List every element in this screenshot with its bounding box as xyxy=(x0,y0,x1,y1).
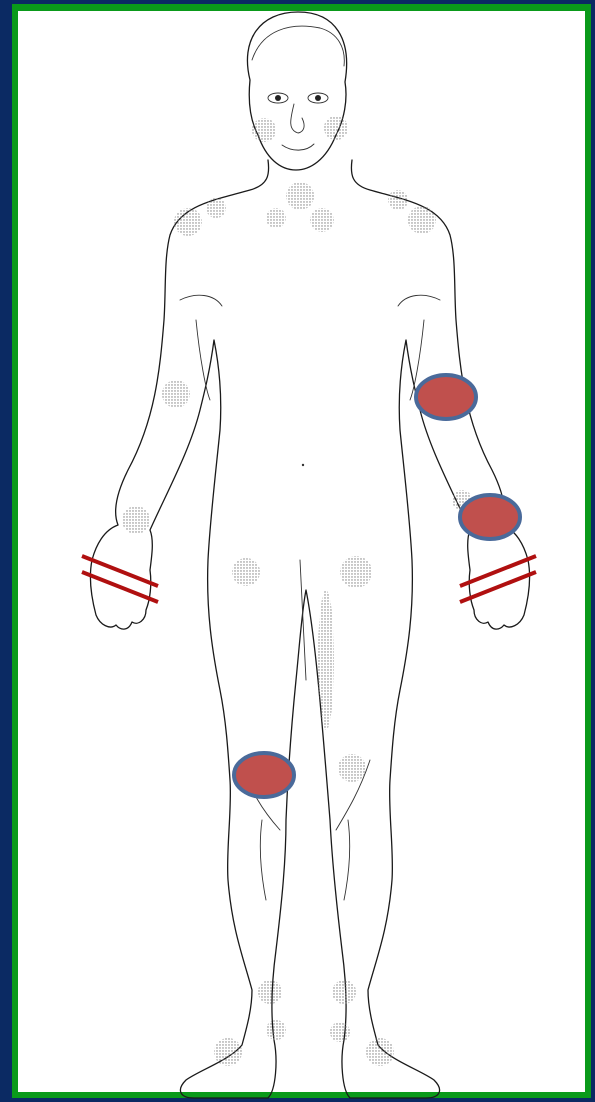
dotted-patches xyxy=(122,116,472,1066)
dotted-patch xyxy=(214,1038,242,1066)
left-wrist-line-2 xyxy=(82,572,158,602)
navel xyxy=(302,464,304,466)
head-outline xyxy=(247,12,346,170)
dotted-patch xyxy=(332,980,356,1004)
nose-line xyxy=(291,104,304,133)
dotted-patch xyxy=(366,1038,394,1066)
dotted-patch xyxy=(318,590,334,730)
dotted-patch xyxy=(340,556,372,588)
dotted-patch xyxy=(388,190,408,210)
body-outline xyxy=(90,12,529,1098)
right-pupil xyxy=(315,95,321,101)
groin-line xyxy=(300,560,306,680)
dotted-patch xyxy=(324,116,348,140)
mouth-line xyxy=(282,144,314,150)
left-pupil xyxy=(275,95,281,101)
left-wrist-line-1 xyxy=(82,556,158,586)
body-silhouette xyxy=(90,160,529,1098)
dotted-patch xyxy=(266,208,286,228)
right-wrist-lesion xyxy=(460,495,520,539)
dotted-patch xyxy=(258,980,282,1004)
dotted-patch xyxy=(252,118,276,142)
dotted-patch xyxy=(174,208,202,236)
dotted-patch xyxy=(286,182,314,210)
right-wrist-line-2 xyxy=(460,572,536,602)
right-forearm-lesion xyxy=(416,375,476,419)
hair-line xyxy=(252,26,344,66)
right-shin-line xyxy=(344,820,350,900)
right-chest-line xyxy=(398,295,440,306)
dotted-patch xyxy=(162,380,190,408)
dotted-patch xyxy=(266,1020,286,1040)
dotted-patch xyxy=(122,506,150,534)
dotted-patch xyxy=(330,1022,350,1042)
dotted-patch xyxy=(338,754,366,782)
left-shin-line xyxy=(260,820,266,900)
dotted-patch xyxy=(206,198,226,218)
dotted-patch xyxy=(408,206,436,234)
dotted-patch xyxy=(232,558,260,586)
left-chest-line xyxy=(180,295,222,306)
left-arm-inner-line xyxy=(196,320,210,400)
dotted-patch xyxy=(310,208,334,232)
left-knee-lesion xyxy=(234,753,294,797)
right-wrist-line-1 xyxy=(460,556,536,586)
